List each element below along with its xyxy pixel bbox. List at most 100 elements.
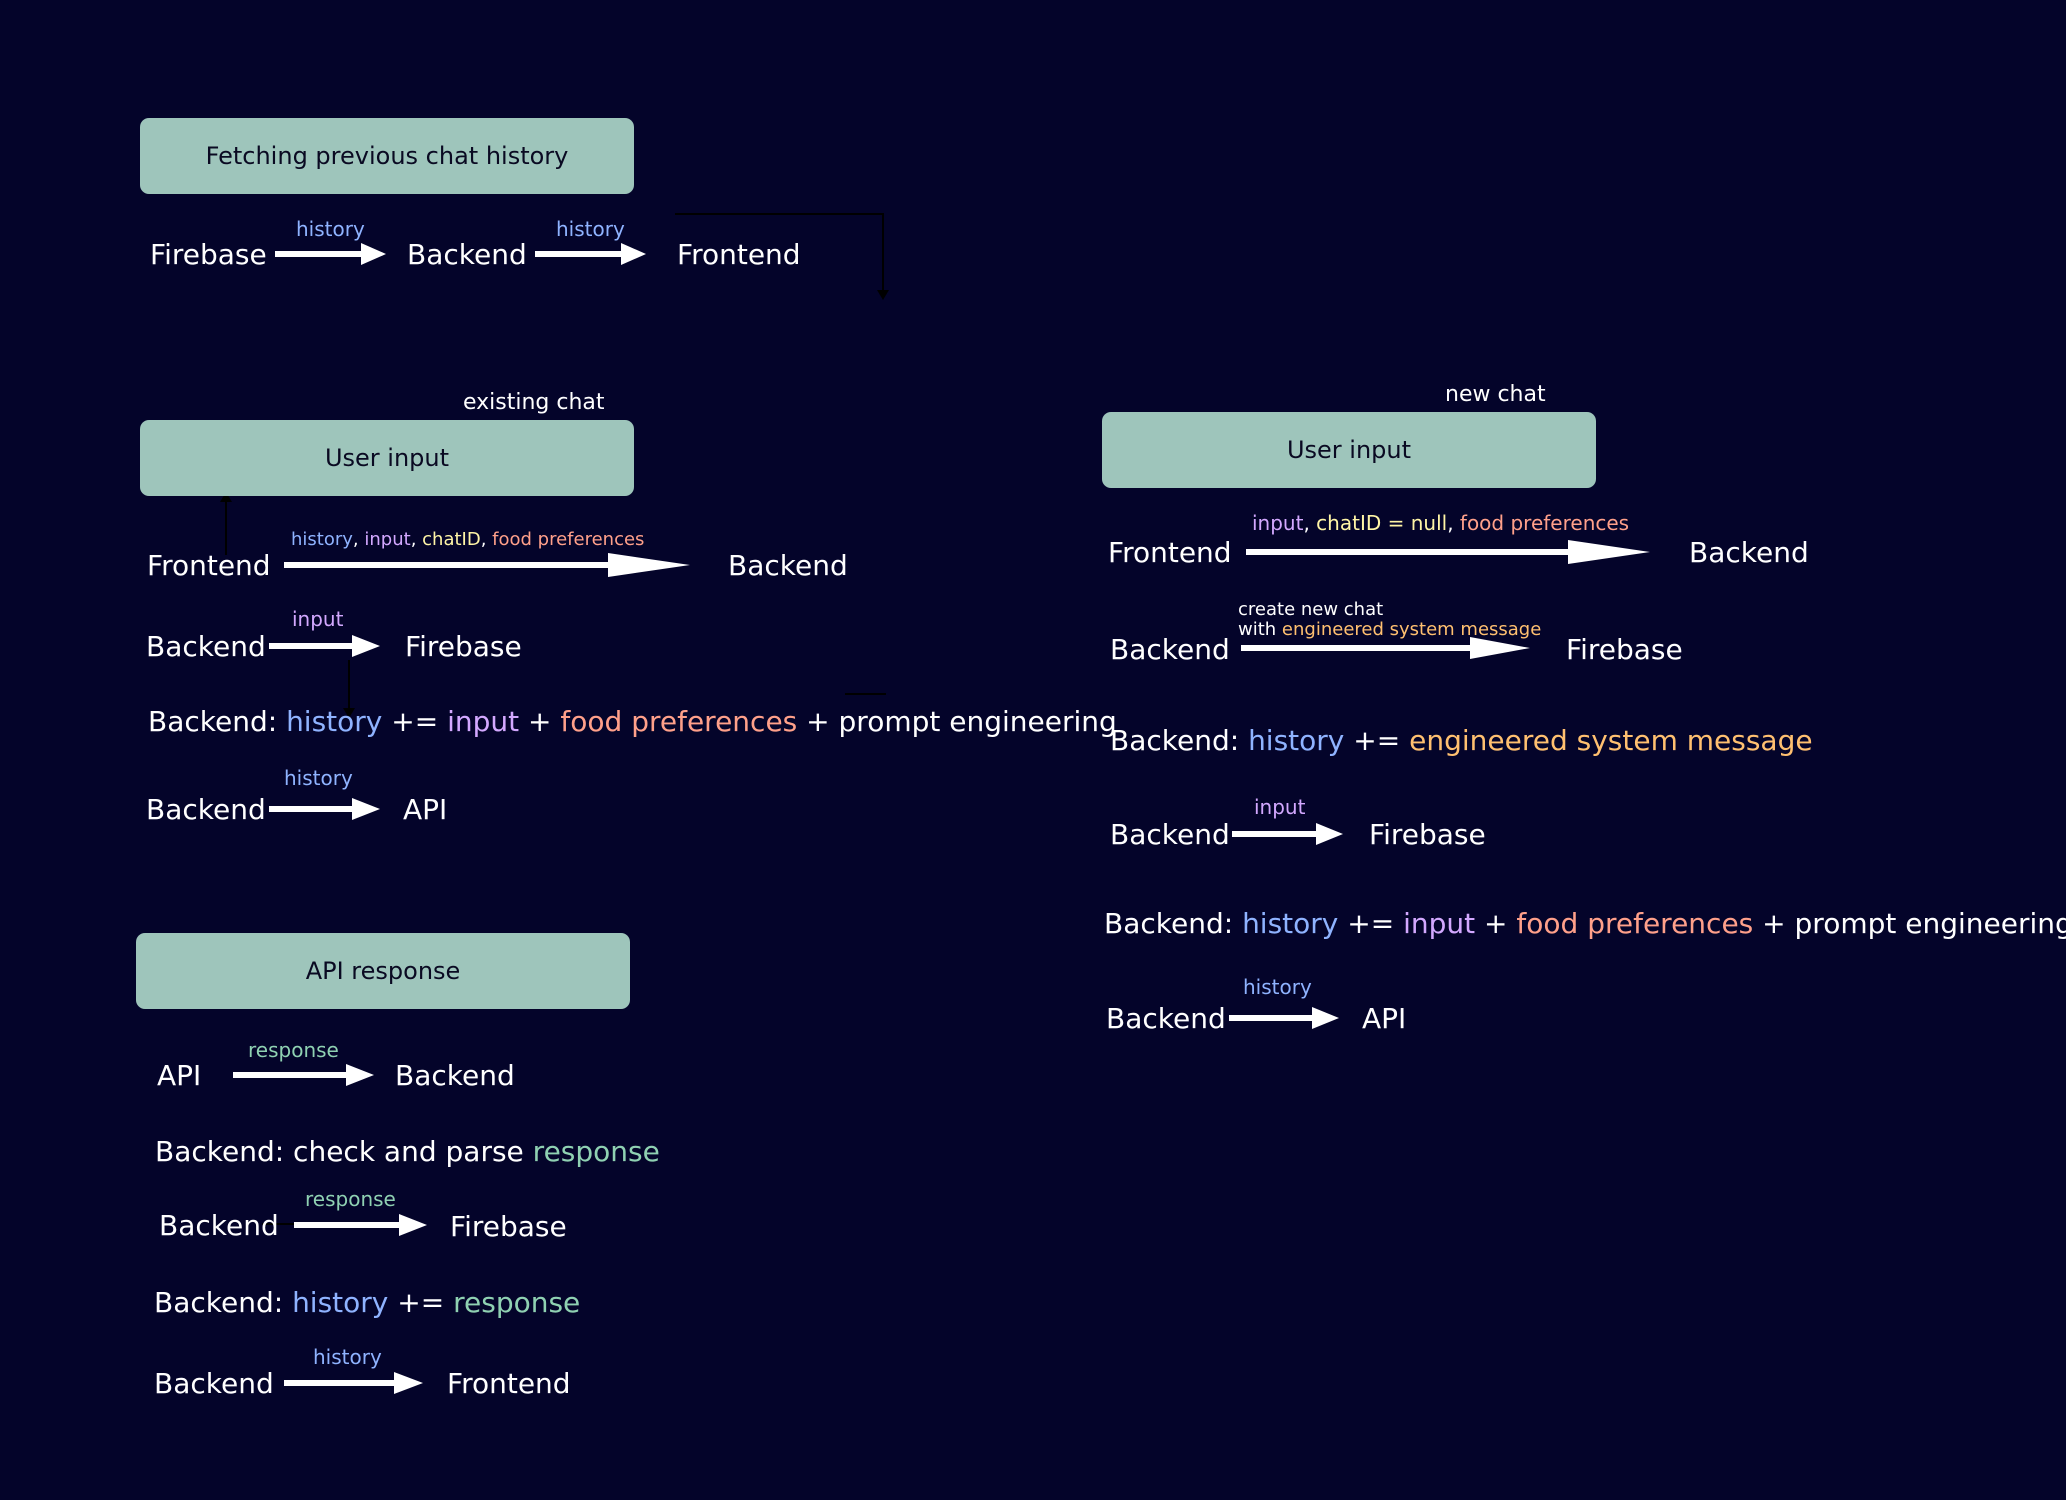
existing-user-input-title: User input	[324, 444, 450, 472]
node-backend: Backend	[1106, 1002, 1226, 1035]
node-backend: Backend	[159, 1209, 279, 1242]
node-backend: Backend	[1689, 536, 1809, 569]
fetch-history-title: Fetching previous chat history	[205, 142, 569, 170]
connector-arrowhead	[877, 290, 889, 300]
eq-history: history	[286, 705, 383, 738]
existing-user-input-box: User input	[140, 420, 634, 496]
arrow-head	[346, 1064, 374, 1086]
arrow-head	[352, 798, 380, 820]
arrow-head	[399, 1214, 427, 1236]
new-system-equation: Backend: history += engineered system me…	[1110, 727, 1813, 755]
label-sep: ,	[410, 529, 423, 550]
arrow-label-multi: history, input, chatID, food preferences	[291, 531, 644, 549]
node-api: API	[157, 1059, 202, 1092]
node-backend: Backend	[1110, 818, 1230, 851]
eq-prefix: Backend:	[148, 705, 287, 738]
eq-history: history	[292, 1286, 389, 1319]
eq-system-message: engineered system message	[1409, 724, 1813, 757]
label-system-message: engineered system message	[1281, 618, 1542, 640]
node-firebase: Firebase	[1566, 633, 1683, 666]
eq-op: +=	[1338, 907, 1404, 940]
api-response-box: API response	[136, 933, 630, 1009]
label-sep: ,	[480, 529, 493, 550]
fetch-history-box: Fetching previous chat history	[140, 118, 634, 194]
node-backend: Backend	[154, 1367, 274, 1400]
node-backend: Backend	[146, 630, 266, 663]
eq-input: input	[1403, 907, 1476, 940]
label-sep: ,	[352, 529, 365, 550]
api-history-equation: Backend: history += response	[154, 1289, 580, 1317]
arrow-head	[1568, 540, 1650, 564]
arrow-head	[352, 635, 380, 657]
node-api: API	[403, 793, 448, 826]
eq-plus: +	[519, 705, 561, 738]
label-history: history	[291, 529, 353, 550]
label-chatid: chatID	[422, 529, 481, 550]
eq-history: history	[1242, 907, 1339, 940]
new-history-equation: Backend: history += input + food prefere…	[1104, 910, 2066, 938]
arrow-head	[361, 243, 386, 265]
eq-prefix: Backend:	[1110, 724, 1249, 757]
node-backend: Backend	[407, 238, 527, 271]
node-backend: Backend	[146, 793, 266, 826]
api-parse-equation: Backend: check and parse response	[155, 1138, 660, 1166]
eq-op: +=	[1344, 724, 1410, 757]
eq-food-preferences: food preferences	[560, 705, 798, 738]
label-with: with	[1238, 618, 1282, 640]
node-firebase: Firebase	[405, 630, 522, 663]
eq-op: +=	[382, 705, 448, 738]
node-backend: Backend	[395, 1059, 515, 1092]
arrow-head	[1470, 637, 1530, 659]
arrow-label-multi: input, chatID = null, food preferences	[1252, 513, 1629, 533]
arrow-head	[1316, 823, 1343, 845]
eq-tail: + prompt engineering	[1753, 907, 2066, 940]
existing-history-equation: Backend: history += input + food prefere…	[148, 708, 1117, 736]
node-frontend: Frontend	[447, 1367, 571, 1400]
eq-response: response	[532, 1135, 660, 1168]
arrow-label-history: history	[313, 1345, 382, 1369]
label-input: input	[1252, 511, 1304, 535]
arrow-label-create-chat: create new chat with engineered system m…	[1238, 600, 1541, 640]
label-input: input	[364, 529, 411, 550]
arrow-label-input: input	[1254, 795, 1306, 819]
eq-prefix: Backend:	[1104, 907, 1243, 940]
new-user-input-title: User input	[1286, 436, 1412, 464]
connector-fetch-to-newchat	[675, 213, 884, 296]
node-firebase: Firebase	[150, 238, 267, 271]
new-user-input-box: User input	[1102, 412, 1596, 488]
node-frontend: Frontend	[1108, 536, 1232, 569]
eq-input: input	[447, 705, 520, 738]
arrow-label-response: response	[248, 1038, 339, 1062]
label-sep: ,	[1447, 511, 1460, 535]
arrow-label-history: history	[1243, 975, 1312, 999]
eq-response: response	[453, 1286, 581, 1319]
node-backend: Backend	[728, 549, 848, 582]
label-food-preferences: food preferences	[1459, 511, 1630, 535]
arrow-label-history: history	[284, 766, 353, 790]
eq-prefix: Backend: check and parse	[155, 1135, 533, 1168]
node-frontend: Frontend	[147, 549, 271, 582]
arrow-label-input: input	[292, 607, 344, 631]
connector-arrowhead	[220, 492, 232, 502]
existing-chat-tag: existing chat	[463, 390, 605, 415]
node-firebase: Firebase	[1369, 818, 1486, 851]
arrow-head	[608, 553, 690, 577]
eq-plus: +	[1475, 907, 1517, 940]
label-food-preferences: food preferences	[492, 529, 645, 550]
label-sep: ,	[1303, 511, 1317, 535]
eq-op: +=	[388, 1286, 454, 1319]
new-chat-tag: new chat	[1445, 382, 1546, 407]
node-firebase: Firebase	[450, 1210, 567, 1243]
node-api: API	[1362, 1002, 1407, 1035]
arrow-label-history: history	[296, 217, 365, 241]
label-chatid-null: chatID = null	[1316, 511, 1448, 535]
eq-prefix: Backend:	[154, 1286, 293, 1319]
arrow-head	[1312, 1007, 1339, 1029]
node-frontend: Frontend	[677, 238, 801, 271]
arrow-label-history: history	[556, 217, 625, 241]
arrow-label-response: response	[305, 1187, 396, 1211]
node-backend: Backend	[1110, 633, 1230, 666]
eq-food-preferences: food preferences	[1516, 907, 1754, 940]
api-response-title: API response	[305, 957, 461, 985]
